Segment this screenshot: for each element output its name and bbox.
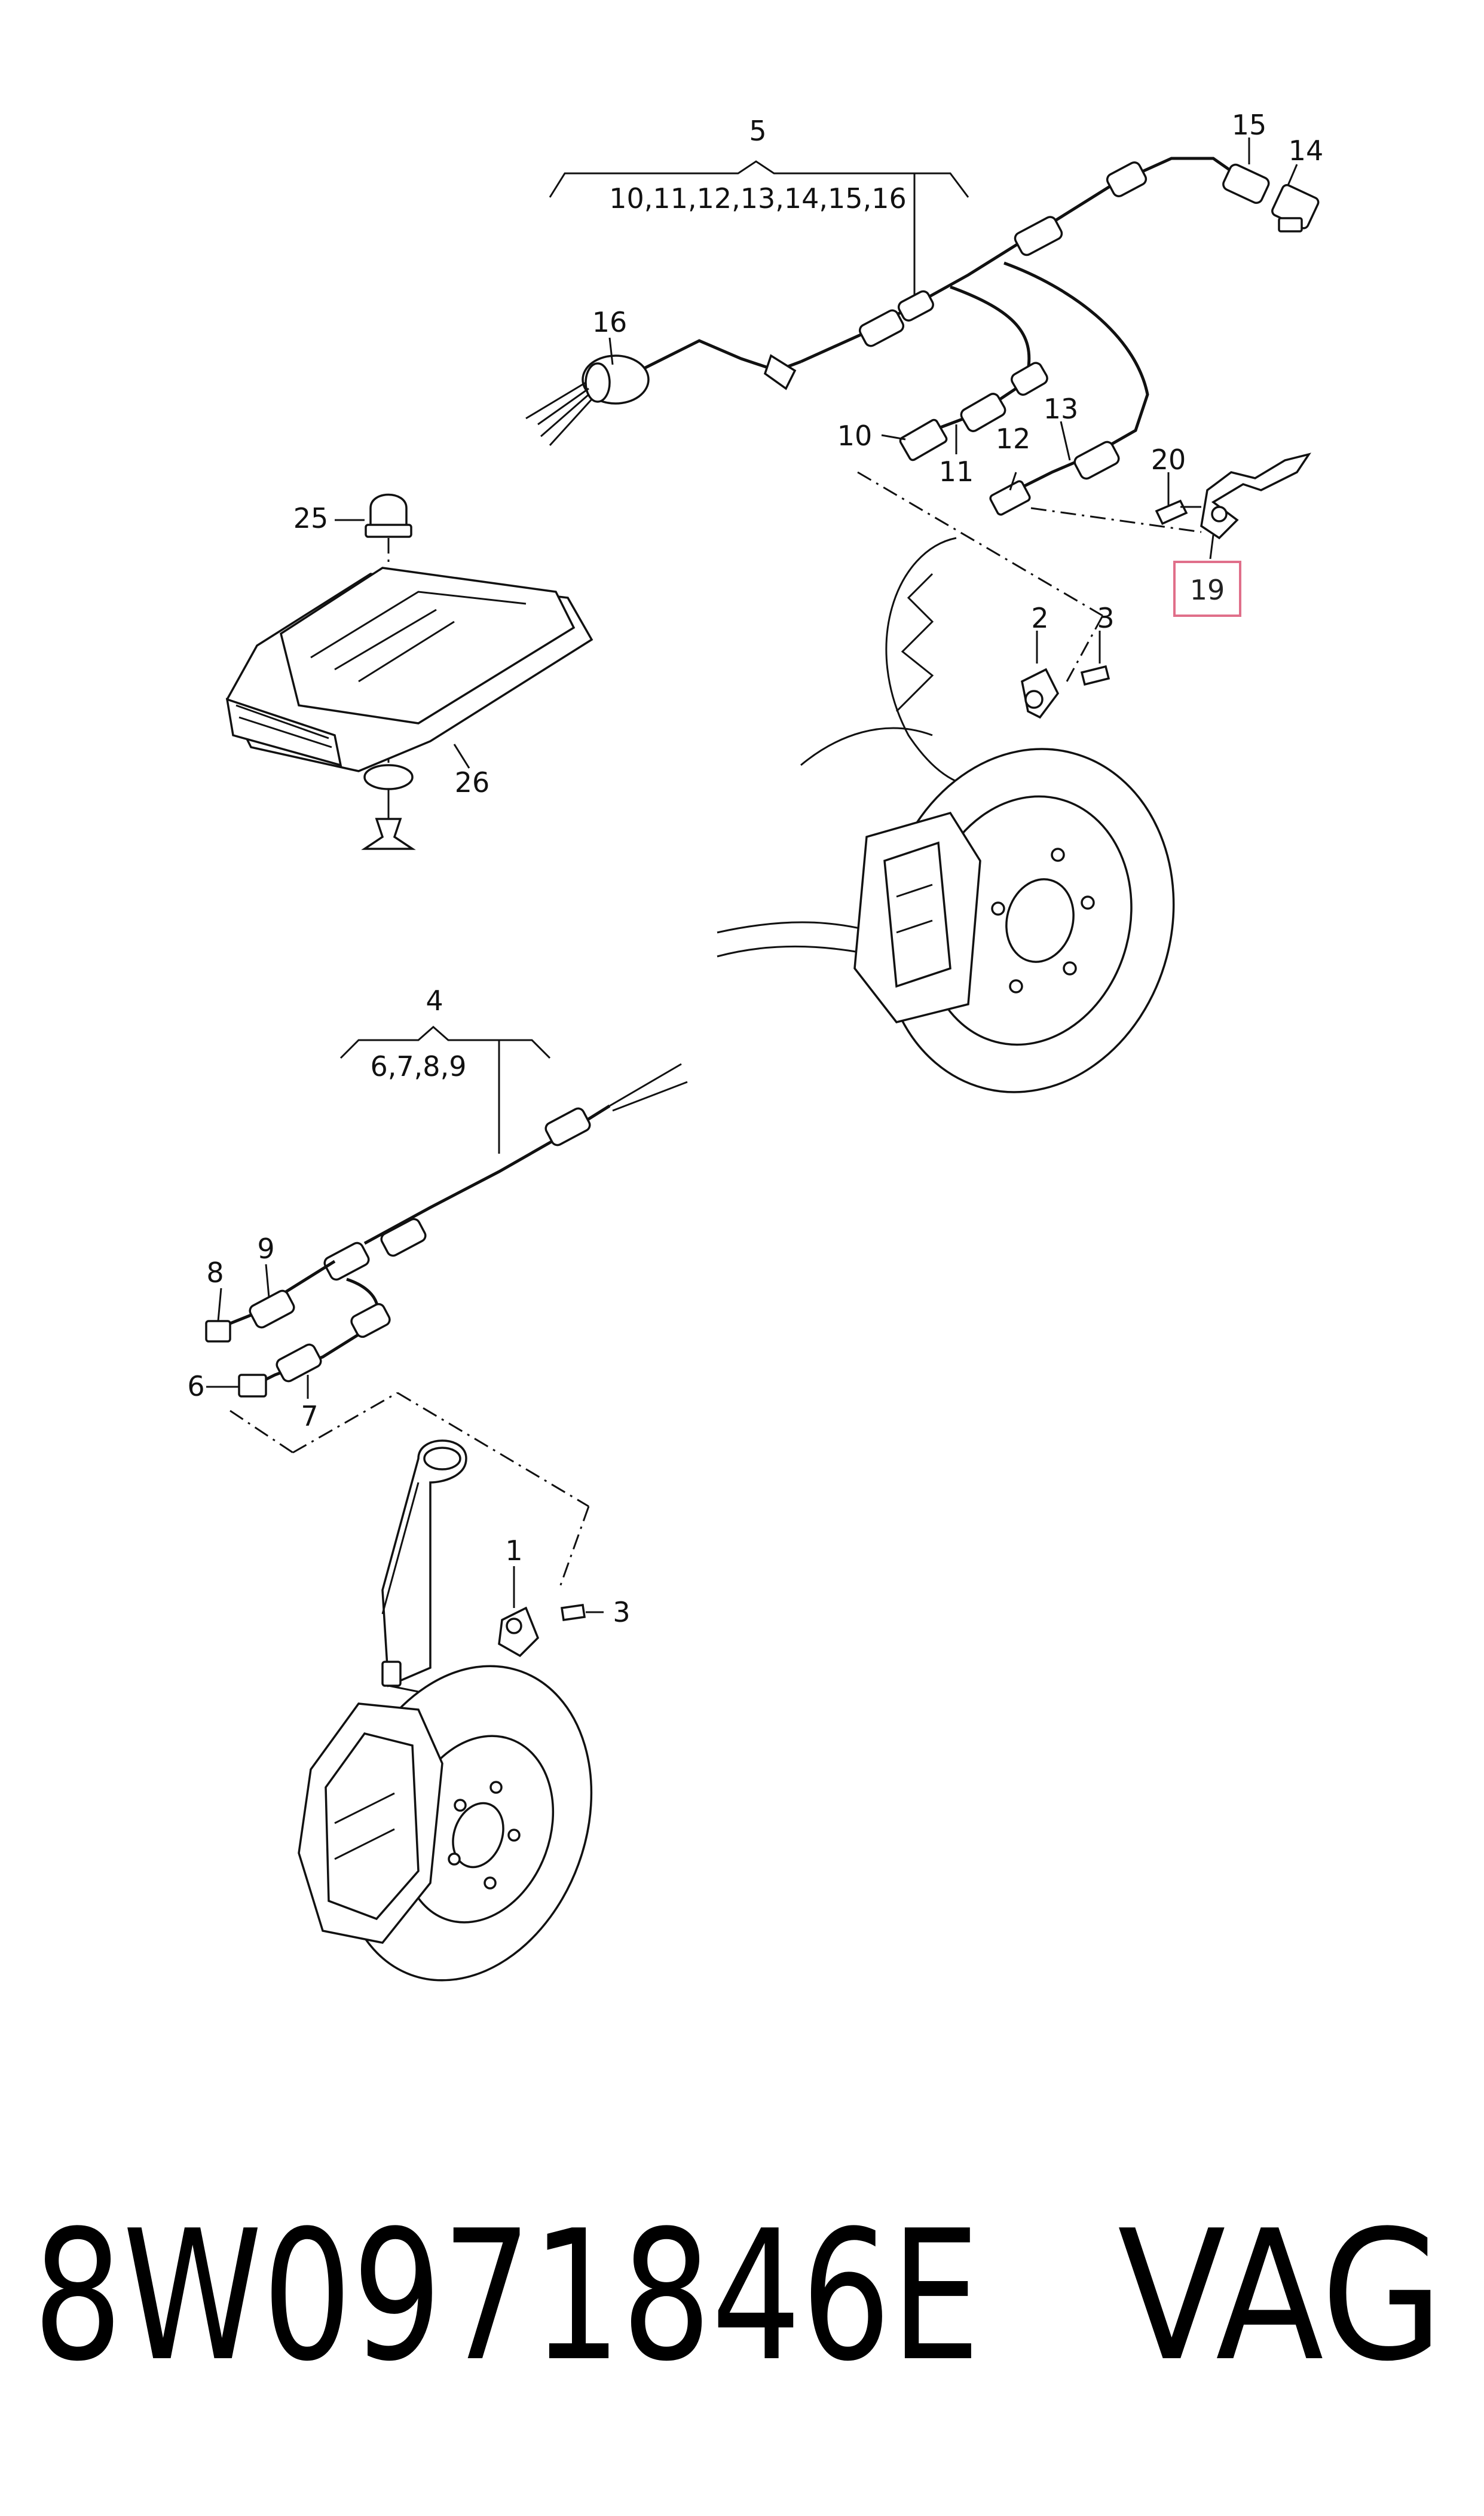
brand-name: VAG bbox=[1118, 2192, 1443, 2401]
callout-12: 12 bbox=[996, 423, 1031, 455]
callout-19: 19 bbox=[1190, 574, 1225, 606]
callout-8: 8 bbox=[206, 1257, 224, 1289]
callout-9: 9 bbox=[257, 1233, 274, 1265]
rear-wheel-harness bbox=[525, 157, 1320, 540]
callout-5: 5 bbox=[749, 115, 766, 147]
callout-11: 11 bbox=[939, 455, 974, 488]
callout-13: 13 bbox=[1044, 393, 1079, 425]
front-brake-assembly bbox=[298, 1439, 604, 1982]
callout-6: 6 bbox=[187, 1370, 204, 1402]
callout-20: 20 bbox=[1151, 444, 1186, 476]
part-number: 8W0971846E bbox=[33, 2192, 980, 2401]
control-unit bbox=[225, 493, 593, 850]
rear-leader-lines bbox=[608, 137, 1298, 682]
highlight-box bbox=[1173, 561, 1241, 617]
callout-1: 1 bbox=[505, 1534, 522, 1567]
callout-labels: 5 10,11,12,13,14,15,16 15 14 16 10 11 12… bbox=[187, 109, 1323, 1628]
callout-16: 16 bbox=[592, 306, 628, 338]
rear-brake-assembly bbox=[717, 537, 1175, 1093]
callout-7: 7 bbox=[301, 1400, 318, 1432]
callout-5-members: 10,11,12,13,14,15,16 bbox=[609, 182, 906, 215]
footer: 8W0971846E VAG bbox=[33, 2192, 1443, 2401]
callout-14: 14 bbox=[1289, 134, 1324, 167]
callout-3-front: 3 bbox=[613, 1596, 630, 1628]
callout-4-members: 6,7,8,9 bbox=[371, 1050, 467, 1083]
callout-4: 4 bbox=[426, 985, 443, 1017]
callout-3-rear: 3 bbox=[1097, 602, 1114, 634]
callout-10: 10 bbox=[837, 420, 873, 452]
callout-2: 2 bbox=[1031, 602, 1048, 634]
callout-15: 15 bbox=[1232, 109, 1267, 141]
highlighted-part-19[interactable]: 19 bbox=[1173, 561, 1241, 617]
callout-25: 25 bbox=[293, 502, 329, 534]
callout-26: 26 bbox=[455, 766, 490, 799]
front-wheel-harness bbox=[205, 1026, 688, 1591]
